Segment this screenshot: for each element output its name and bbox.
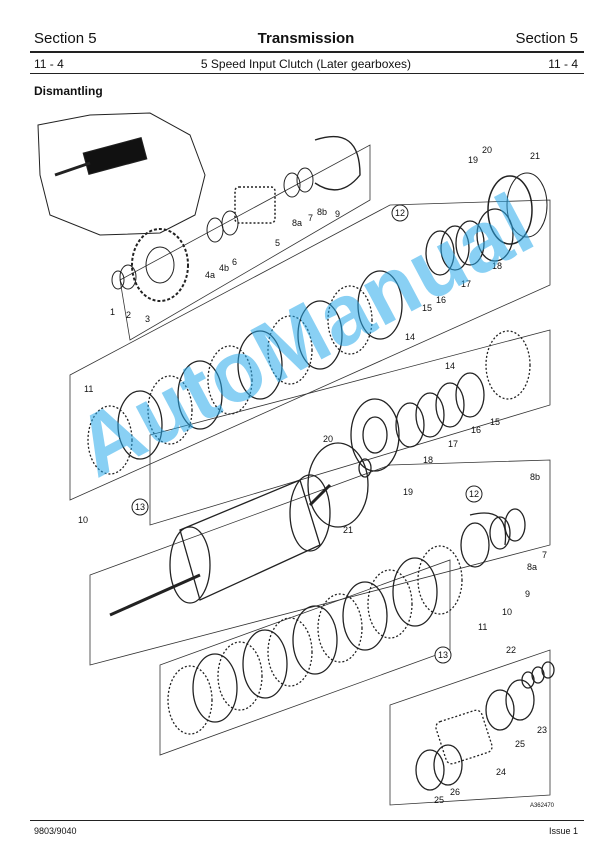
- page-subtitle: 5 Speed Input Clutch (Later gearboxes): [200, 57, 412, 71]
- callout-3: 3: [145, 314, 150, 324]
- callout-19-mid: 19: [403, 487, 413, 497]
- callout-15-top: 15: [422, 303, 432, 313]
- callout-2: 2: [126, 310, 131, 320]
- callout-14-top: 14: [405, 332, 415, 342]
- subheader-rule: [30, 73, 584, 74]
- assembly-frames: [69, 144, 551, 806]
- callout-25-right: 25: [515, 739, 525, 749]
- callout-8b-bot: 8b: [530, 472, 540, 482]
- callout-21-top: 21: [530, 151, 540, 161]
- callout-10-bot: 10: [502, 607, 512, 617]
- issue-label: Issue 1: [548, 826, 578, 836]
- callout-25-left: 25: [434, 795, 444, 805]
- callout-6: 6: [232, 257, 237, 267]
- page-number-right: 11 - 4: [548, 57, 578, 71]
- callout-23: 23: [537, 725, 547, 735]
- callout-12-bot: 12: [469, 489, 479, 499]
- header-rule: [30, 51, 584, 53]
- page-number-left: 11 - 4: [34, 57, 64, 71]
- callout-17-mid: 17: [448, 439, 458, 449]
- callout-20-mid: 20: [323, 434, 333, 444]
- callout-16-top: 16: [436, 295, 446, 305]
- callout-4a: 4a: [205, 270, 215, 280]
- clutch-drum: [109, 474, 332, 617]
- page-title: Transmission: [257, 30, 355, 47]
- callout-15-mid: 15: [490, 417, 500, 427]
- callout-4b: 4b: [219, 263, 229, 273]
- callout-20-top: 20: [482, 145, 492, 155]
- clutch-plate-row-2: [307, 330, 531, 528]
- callout-21-mid: 21: [343, 525, 353, 535]
- callout-11-mid: 11: [84, 384, 93, 394]
- callout-26: 26: [450, 787, 460, 797]
- gearbox-inset: [37, 112, 206, 236]
- callout-8a-bot: 8a: [527, 562, 537, 572]
- callout-8b: 8b: [317, 207, 327, 217]
- callout-22: 22: [506, 645, 516, 655]
- callout-5: 5: [275, 238, 280, 248]
- figure-reference: A362470: [529, 803, 554, 809]
- callout-9: 9: [335, 209, 340, 219]
- callout-16-mid: 16: [471, 425, 481, 435]
- bottom-gear-stack: [415, 661, 555, 791]
- callout-circles: [131, 204, 483, 664]
- clutch-plate-row-3: [167, 508, 526, 735]
- exploded-diagram: 1 2 3 4a 4b 6 5 8a 7 8b 9 20 19 21 12 18…: [37, 112, 555, 806]
- footer-rule: [30, 820, 584, 821]
- callout-11-bot: 11: [478, 622, 487, 632]
- section-label-right: Section 5: [515, 30, 578, 47]
- callout-labels: 1 2 3 4a 4b 6 5 8a 7 8b 9 20 19 21 12 18…: [78, 145, 547, 805]
- callout-24: 24: [496, 767, 506, 777]
- section-label-left: Section 5: [34, 30, 97, 47]
- callout-10-mid: 10: [78, 515, 88, 525]
- callout-14-mid: 14: [445, 361, 455, 371]
- callout-17-top: 17: [461, 279, 471, 289]
- top-gear-stack: [111, 135, 548, 302]
- callout-18-mid: 18: [423, 455, 433, 465]
- callout-1: 1: [110, 307, 115, 317]
- callout-19-top: 19: [468, 155, 478, 165]
- callout-18-top: 18: [492, 261, 502, 271]
- callout-12-top: 12: [395, 208, 405, 218]
- callout-9-bot: 9: [525, 589, 530, 599]
- callout-8a: 8a: [292, 218, 302, 228]
- callout-13-mid: 13: [135, 502, 145, 512]
- callout-7: 7: [308, 213, 313, 223]
- section-heading: Dismantling: [34, 84, 103, 98]
- callout-13-bot: 13: [438, 650, 448, 660]
- document-number: 9803/9040: [34, 826, 77, 836]
- clutch-plate-row-1: [87, 208, 514, 475]
- callout-7-bot: 7: [542, 550, 547, 560]
